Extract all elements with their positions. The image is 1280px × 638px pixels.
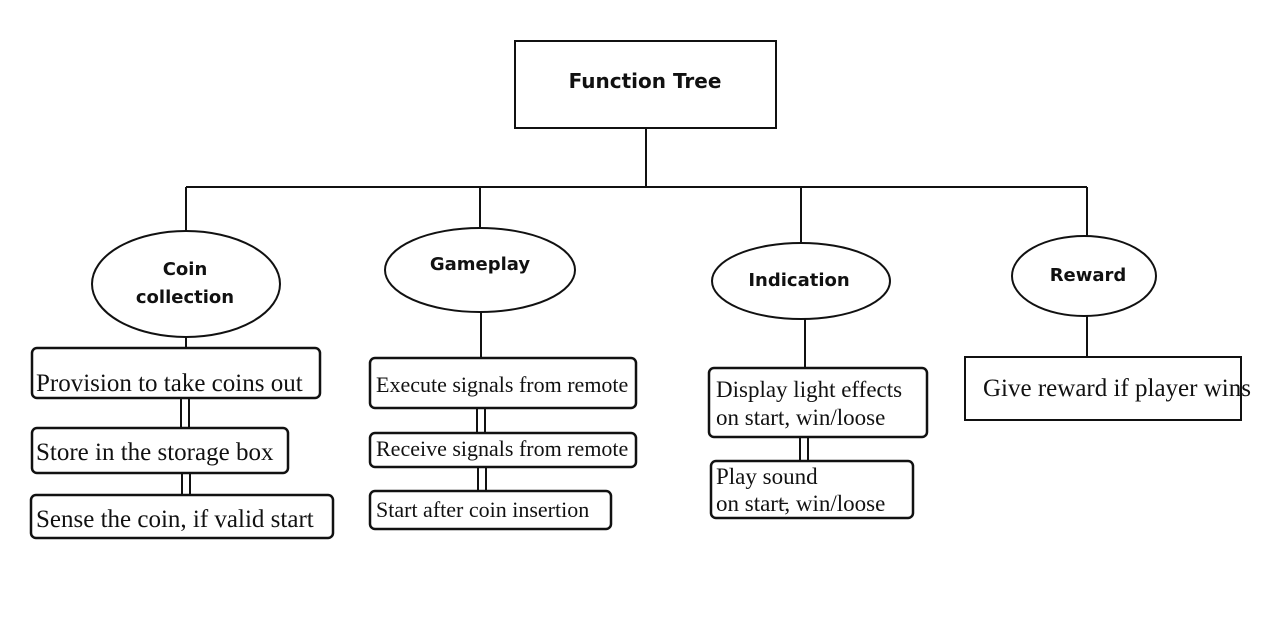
node-indication	[711, 242, 891, 320]
coin-item-1	[30, 346, 322, 400]
root-label: Function Tree	[569, 69, 722, 93]
reward-item-1-text: Give reward if player wins	[983, 375, 1251, 402]
indication-item-2-line-1: Play sound	[716, 464, 818, 489]
node-coin-collection-label-1: Coin	[163, 259, 208, 280]
gameplay-item-3	[368, 489, 613, 531]
indication-item-1	[707, 366, 929, 439]
indication-item-1-line-1: Display light effects	[716, 377, 902, 402]
node-indication-label: Indication	[748, 270, 849, 291]
coin-item-1-text: Provision to take coins out	[36, 370, 303, 397]
gameplay-item-2	[368, 431, 638, 469]
coin-item-3	[29, 493, 335, 540]
node-gameplay-label: Gameplay	[430, 254, 531, 275]
gameplay-item-2-text: Receive signals from remote	[376, 436, 628, 461]
root-box	[514, 40, 777, 129]
indication-item-1-line-2: on start, win/loose	[716, 405, 885, 430]
coin-item-2-text: Store in the storage box	[36, 439, 274, 466]
node-reward-label: Reward	[1050, 265, 1127, 286]
reward-item-1	[964, 356, 1242, 421]
coin-item-2	[30, 426, 290, 475]
node-reward	[1011, 235, 1157, 317]
gameplay-item-1-text: Execute signals from remote	[376, 372, 628, 397]
gameplay-item-3-text: Start after coin insertion	[376, 497, 589, 522]
indication-item-2	[709, 459, 915, 520]
coin-item-3-text: Sense the coin, if valid start	[36, 506, 314, 533]
indication-item-2-line-2: on start̵, win/loose	[716, 491, 885, 516]
node-coin-collection-label-2: collection	[136, 287, 234, 308]
node-coin-collection	[91, 230, 281, 338]
gameplay-item-1	[368, 356, 638, 410]
